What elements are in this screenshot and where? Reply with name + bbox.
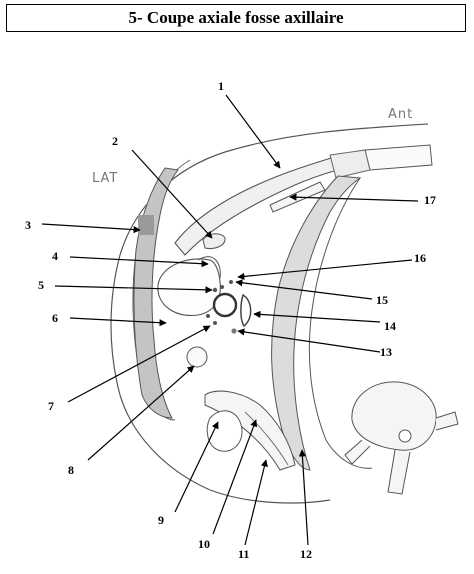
- leader-16: [237, 259, 413, 280]
- axillary-vein: [240, 293, 252, 328]
- scapula-blade-inner: [244, 411, 289, 466]
- callout-8: 8: [68, 463, 74, 477]
- thoracic-wall-band: [271, 175, 362, 471]
- callout-2: 2: [112, 134, 118, 148]
- callout-7: 7: [48, 399, 54, 413]
- subscapularis: [206, 410, 243, 452]
- vertebra: [344, 381, 459, 495]
- leader-8: [87, 365, 195, 461]
- nerve-dot-6: [206, 314, 210, 318]
- leader-15: [235, 279, 373, 300]
- rib-outer-line: [308, 177, 373, 469]
- leader-12: [298, 449, 309, 546]
- nerve-dot-15: [220, 285, 224, 289]
- glenoid-rim: [197, 256, 221, 279]
- axillary-artery: [212, 292, 238, 318]
- callout-1: 1: [218, 79, 224, 93]
- clavicle-strut: [329, 149, 371, 179]
- callout-3: 3: [25, 218, 31, 232]
- ant-label: Ant: [388, 107, 413, 122]
- callout-9: 9: [158, 513, 164, 527]
- leader-6: [69, 317, 167, 327]
- callout-15: 15: [376, 293, 388, 307]
- vessel-structure-8: [186, 346, 208, 368]
- callout-16: 16: [414, 251, 426, 265]
- leader-9: [174, 421, 219, 513]
- leader-14: [253, 310, 381, 323]
- leader-3: [41, 223, 141, 234]
- humeral-head: [157, 258, 221, 316]
- clavicle-block: [364, 144, 433, 171]
- diagram-title: 5- Coupe axiale fosse axillaire: [128, 8, 344, 27]
- title-bar: 5- Coupe axiale fosse axillaire: [6, 4, 466, 32]
- lat-label: LAT: [92, 171, 118, 186]
- leader-2: [131, 149, 213, 239]
- callout-14: 14: [384, 319, 396, 333]
- callout-17: 17: [424, 193, 436, 207]
- leader-4: [69, 256, 209, 268]
- leader-7: [67, 325, 211, 403]
- nerve-dot-13: [231, 328, 237, 334]
- nerve-dot-16: [229, 280, 233, 284]
- callout-5: 5: [38, 278, 44, 292]
- nerve-dot-5: [212, 287, 218, 293]
- callout-12: 12: [300, 547, 312, 561]
- tendon-small: [202, 233, 226, 249]
- nerve-dot-7: [213, 321, 217, 325]
- callout-6: 6: [52, 311, 58, 325]
- skin-contour: [110, 123, 429, 504]
- leader-lines: [41, 94, 419, 546]
- leader-11: [244, 459, 268, 546]
- callout-10: 10: [198, 537, 210, 551]
- callout-13: 13: [380, 345, 392, 359]
- callout-4: 4: [52, 249, 58, 263]
- leader-17: [289, 193, 419, 202]
- callout-11: 11: [238, 547, 249, 561]
- leader-10: [212, 419, 258, 535]
- leader-1: [225, 94, 281, 169]
- leader-5: [54, 285, 213, 294]
- leader-13: [237, 328, 381, 353]
- deltoid-dark-patch: [138, 215, 154, 235]
